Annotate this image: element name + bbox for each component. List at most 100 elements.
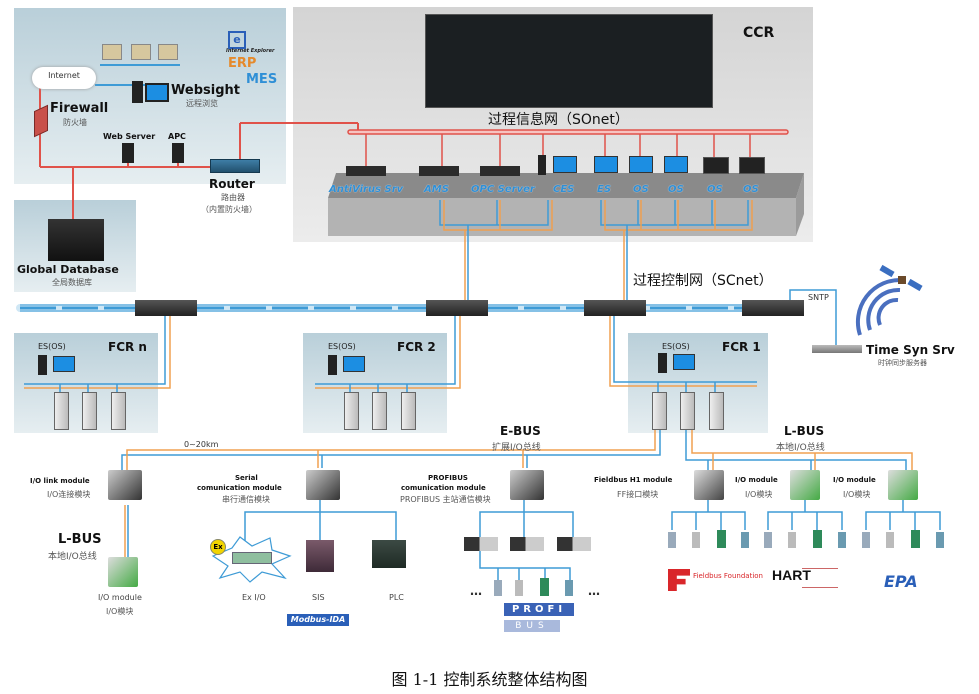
ebus-cn-label: 扩展I/O总线 (492, 443, 541, 453)
websight-monitor-icon (145, 83, 169, 102)
router-note-label: （内置防火墙） (201, 205, 257, 214)
epa-logo: EPA (884, 572, 918, 591)
lbus-right-title: L-BUS (784, 424, 825, 438)
fieldbus-module-label: Fieldbus H1 module (594, 476, 673, 484)
station-label-os-3: OS (707, 184, 723, 195)
ccr-title: CCR (743, 25, 775, 41)
fcr-n-station-label: ES(OS) (38, 342, 66, 351)
fcr-1-title: FCR 1 (722, 340, 761, 354)
profibus-module-title-1: PROFIBUS (428, 474, 468, 482)
control-cabinet-icon (111, 392, 126, 430)
station-label-ces: CES (553, 184, 575, 195)
control-panel-image (425, 14, 713, 108)
es-tower-icon (38, 355, 47, 375)
os-monitor-icon (664, 156, 688, 173)
plc-label: PLC (389, 593, 404, 602)
profibus-slave-icon (464, 537, 498, 551)
io-module-1-cn-label: I/O模块 (745, 490, 773, 499)
station-label-opc: OPC Server (471, 184, 535, 195)
io-module-bottom-icon (108, 557, 138, 587)
station-label-es: ES (597, 184, 612, 195)
serial-module-title-1: Serial (235, 474, 258, 482)
fcr-2-station-label: ES(OS) (328, 342, 356, 351)
ams-server-icon (419, 166, 459, 176)
es-tower-icon (328, 355, 337, 375)
ex-io-rack-icon (232, 552, 272, 564)
serial-module-icon (306, 470, 340, 500)
fcr-1-panel (628, 333, 768, 433)
field-instrument-icon (862, 532, 870, 548)
client-pc-icon (131, 44, 151, 60)
fcr-n-title: FCR n (108, 340, 147, 354)
field-instrument-icon (838, 532, 846, 548)
io-module-2-icon (888, 470, 918, 500)
global-database-icon (48, 219, 104, 261)
field-instrument-icon (886, 532, 894, 548)
firewall-label: Firewall (50, 101, 109, 116)
profibus-slave-icon (557, 537, 591, 551)
es-monitor-icon (343, 356, 365, 372)
ces-tower-icon (538, 155, 546, 175)
lbus-left-title: L-BUS (58, 532, 102, 547)
io-link-module-cn-label: I/O连接模块 (47, 490, 91, 499)
control-cabinet-icon (372, 392, 387, 430)
field-instrument-icon (717, 530, 726, 548)
station-label-os-2: OS (668, 184, 684, 195)
field-instrument-icon (764, 532, 772, 548)
sntp-label: SNTP (808, 293, 829, 302)
io-link-module-icon (108, 470, 142, 500)
global-database-label: Global Database (17, 263, 119, 276)
profibus-logo-top: PROFI (504, 603, 574, 616)
field-instrument-icon (741, 532, 749, 548)
os-laptop-icon (739, 157, 765, 174)
hart-logo: HART (772, 567, 811, 583)
control-cabinet-icon (652, 392, 667, 430)
ex-badge-icon: Ex (210, 539, 226, 555)
control-cabinet-icon (401, 392, 416, 430)
switch-icon (426, 300, 488, 316)
profibus-logo-bottom: BUS (504, 620, 560, 632)
websight-cn-label: 远程浏览 (186, 99, 218, 108)
plc-icon (372, 540, 406, 568)
time-server-cn-label: 时钟同步服务器 (878, 359, 927, 367)
router-cn-label: 路由器 (221, 193, 245, 202)
distance-label: 0~20km (184, 440, 219, 449)
satellite-icon (880, 262, 924, 292)
es-monitor-icon (594, 156, 618, 173)
antivirus-server-icon (346, 166, 386, 176)
hart-wave-icon (802, 568, 838, 588)
scnet-label: 过程控制网（SCnet） (633, 273, 773, 289)
control-cabinet-icon (680, 392, 695, 430)
field-instrument-icon (540, 578, 549, 596)
web-server-label: Web Server (103, 132, 156, 141)
fieldbus-foundation-logo: Fieldbus Foundation (693, 572, 763, 580)
fieldbus-module-cn-label: FF接口模块 (617, 490, 659, 499)
io-module-2-label: I/O module (833, 476, 876, 484)
ebus-title: E-BUS (500, 424, 541, 438)
field-instrument-icon (936, 532, 944, 548)
mes-label: MES (246, 72, 278, 87)
lbus-right-cn-label: 本地I/O总线 (776, 443, 825, 453)
field-instrument-icon (788, 532, 796, 548)
io-link-module-label: I/O link module (30, 477, 90, 485)
lbus-left-cn-label: 本地I/O总线 (48, 552, 97, 562)
field-instrument-icon (692, 532, 700, 548)
firewall-cn-label: 防火墙 (63, 118, 87, 127)
web-server-icon (122, 143, 134, 163)
apc-label: APC (168, 132, 186, 141)
switch-icon (584, 300, 646, 316)
time-server-icon (812, 345, 862, 353)
internet-label: Internet (48, 71, 80, 80)
apc-server-icon (172, 143, 184, 163)
es-tower-icon (658, 353, 667, 373)
websight-label: Websight (171, 83, 240, 98)
io-module-bottom-cn-label: I/O模块 (106, 607, 134, 616)
router-icon (210, 159, 260, 173)
opc-server-icon (480, 166, 520, 176)
control-cabinet-icon (709, 392, 724, 430)
field-instrument-icon (911, 530, 920, 548)
control-cabinet-icon (344, 392, 359, 430)
websight-tower-icon (132, 81, 143, 103)
sonet-label: 过程信息网（SOnet） (488, 112, 629, 128)
io-module-2-cn-label: I/O模块 (843, 490, 871, 499)
